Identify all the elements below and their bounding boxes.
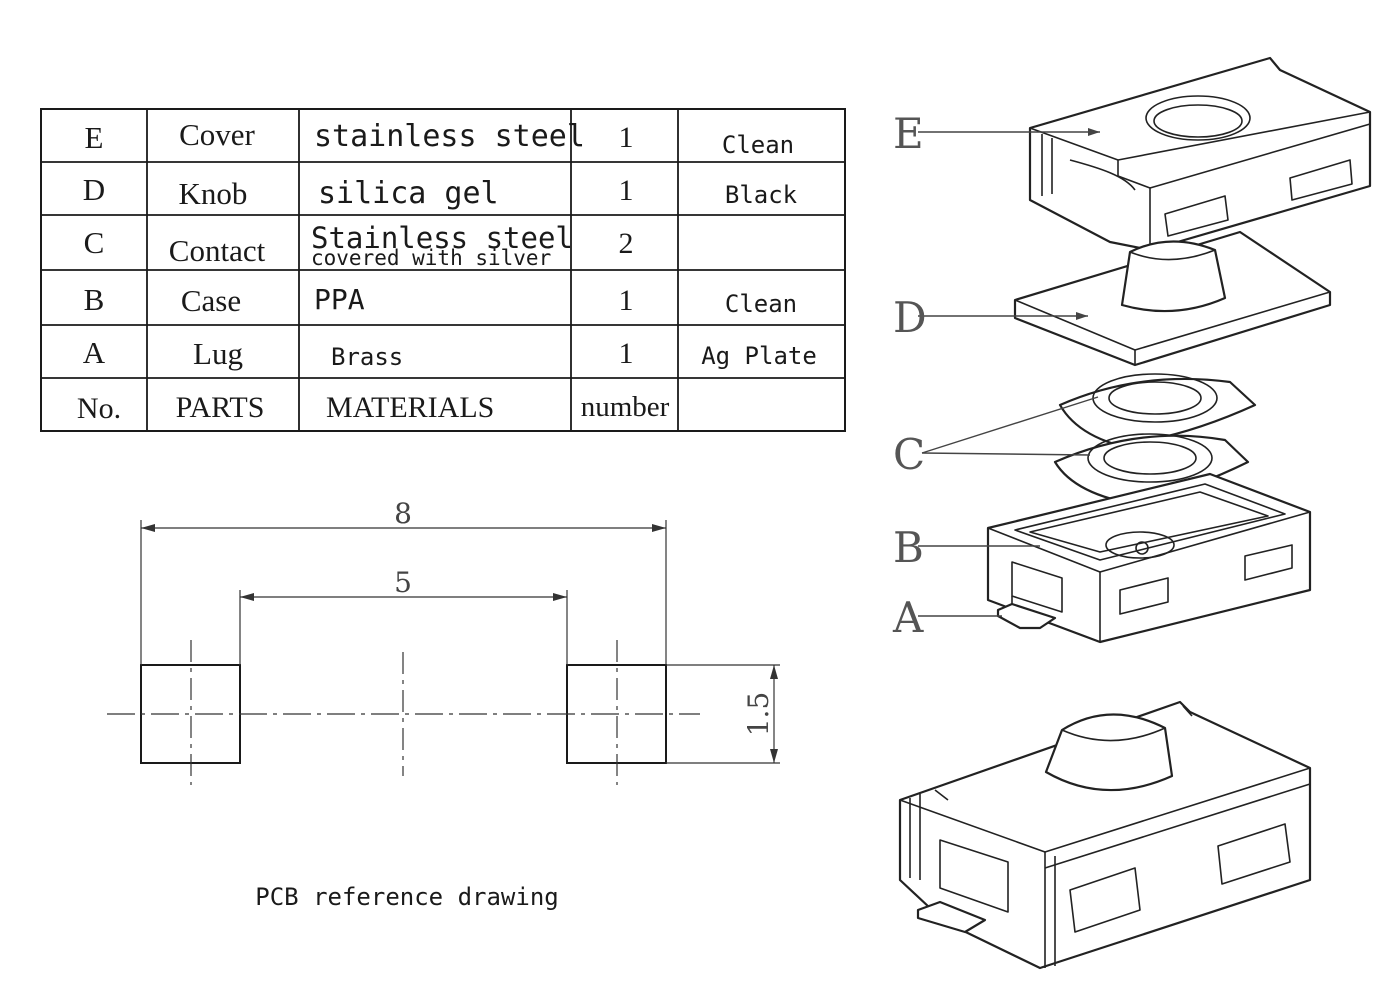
bom-row-case: B Case PPA 1 Clean	[84, 282, 797, 318]
callout-label-c: C	[893, 430, 925, 479]
bom-part: Case	[181, 283, 241, 318]
bom-part: Knob	[179, 176, 248, 211]
bom-part: Contact	[169, 233, 266, 268]
bom-material-sub: covered with silver	[311, 246, 551, 270]
bom-no: D	[83, 172, 105, 207]
bom-row-contact: C Contact Stainless steel covered with s…	[84, 221, 634, 270]
pcb-caption: PCB reference drawing	[255, 883, 558, 911]
dimension-overall-label: 8	[394, 497, 412, 530]
bom-header-number: number	[581, 391, 670, 423]
part-knob-drawing	[1013, 230, 1332, 367]
pcb-reference-drawing: 8 5 1.5 PCB reference drawing	[107, 497, 780, 911]
bom-note: Black	[725, 181, 798, 209]
bom-number: 1	[619, 337, 634, 370]
bom-part: Lug	[193, 336, 243, 371]
bom-number: 1	[619, 174, 634, 207]
bom-row-lug: A Lug Brass 1 Ag Plate	[83, 335, 817, 371]
bom-header-materials: MATERIALS	[326, 391, 494, 424]
dimension-overall: 8	[140, 497, 667, 665]
bom-no: C	[84, 225, 105, 260]
bom-header-row: No. PARTS MATERIALS number	[77, 391, 670, 425]
bom-no: A	[83, 335, 106, 370]
bom-material: stainless steel	[314, 119, 585, 154]
bom-header-no: No.	[77, 392, 121, 425]
assembled-view	[898, 700, 1312, 970]
callout-label-e: E	[893, 109, 924, 158]
bom-material: PPA	[314, 283, 365, 316]
exploded-view: E D C B A	[892, 56, 1372, 644]
callout-label-a: A	[892, 593, 924, 642]
bom-table: E Cover stainless steel 1 Clean D Knob s…	[40, 108, 846, 432]
bom-note: Clean	[725, 290, 797, 318]
bom-number: 1	[619, 121, 634, 154]
dimension-pad-height: 1.5	[666, 664, 780, 764]
bom-no: B	[84, 282, 105, 317]
bom-material: silica gel	[318, 176, 499, 211]
bom-material: Stainless steel	[311, 221, 573, 255]
bom-part: Cover	[179, 117, 255, 152]
dimension-inner-label: 5	[394, 566, 412, 599]
bom-row-cover: E Cover stainless steel 1 Clean	[85, 117, 795, 159]
bom-number: 2	[619, 227, 634, 260]
dimension-pad-height-label: 1.5	[742, 692, 775, 737]
bom-number: 1	[619, 284, 634, 317]
bom-header-parts: PARTS	[176, 391, 265, 424]
bom-row-knob: D Knob silica gel 1 Black	[83, 172, 798, 211]
callout-label-d: D	[893, 293, 927, 342]
bom-note: Ag Plate	[701, 342, 817, 370]
bom-note: Clean	[722, 131, 794, 159]
dimension-inner: 5	[239, 566, 568, 665]
part-case-drawing	[986, 472, 1312, 644]
bom-no: E	[85, 120, 104, 155]
part-cover-drawing	[1028, 56, 1372, 252]
exploded-callouts: E D C B A	[892, 109, 1100, 642]
bom-material: Brass	[331, 343, 403, 371]
callout-label-b: B	[893, 523, 924, 572]
